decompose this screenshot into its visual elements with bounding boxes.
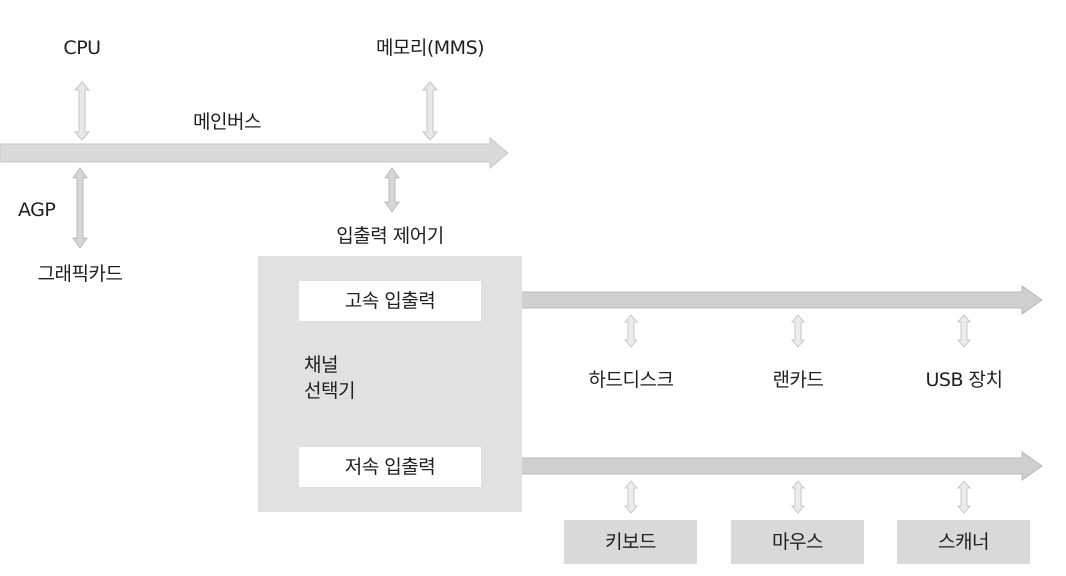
agp-connector [72, 167, 88, 249]
harddisk-label: 하드디스크 [588, 369, 674, 391]
scanner-box: 스캐너 [897, 520, 1030, 564]
keyboard-connector [623, 480, 639, 514]
scanner-connector [956, 480, 972, 514]
graphics-card-label: 그래픽카드 [37, 263, 123, 285]
mouse-connector [790, 480, 806, 514]
high-speed-io-box: 고속 입출력 [299, 281, 481, 321]
io-controller-bus-connector [384, 167, 400, 213]
cpu-label: CPU [63, 37, 101, 59]
usb-device-label: USB 장치 [925, 369, 1003, 391]
channel-selector-line1: 채널 [304, 354, 338, 376]
memory-bus-connector [421, 81, 439, 141]
main-bus-label: 메인버스 [193, 111, 261, 133]
harddisk-connector [623, 314, 639, 348]
agp-label: AGP [18, 199, 56, 221]
low-speed-bus-arrow [483, 450, 1043, 482]
low-speed-io-box: 저속 입출력 [299, 447, 481, 487]
high-speed-bus-arrow [483, 284, 1043, 316]
channel-selector-line2: 선택기 [304, 380, 355, 402]
usb-device-connector [956, 314, 972, 348]
io-controller-title: 입출력 제어기 [336, 225, 444, 247]
lancard-label: 랜카드 [772, 369, 824, 391]
mouse-box: 마우스 [731, 520, 864, 564]
cpu-bus-connector [73, 81, 91, 141]
main-bus-arrow [0, 136, 509, 170]
lancard-connector [790, 314, 806, 348]
keyboard-box: 키보드 [564, 520, 697, 564]
channel-selector-label: 채널 선택기 [304, 352, 355, 404]
memory-label: 메모리(MMS) [375, 37, 485, 59]
